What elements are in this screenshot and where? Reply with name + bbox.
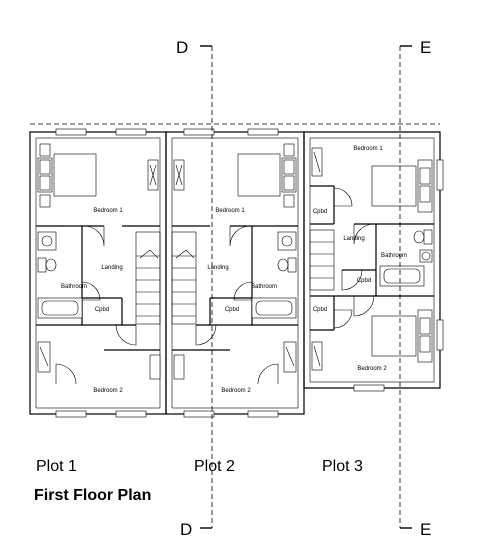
room-label-cupboard: Cpbd (313, 307, 327, 313)
room-label-bedroom-2: Bedroom 2 (357, 366, 387, 372)
room-label-bedroom-1: Bedroom 1 (215, 208, 245, 214)
section-d-bottom-label: D (180, 520, 192, 539)
room-label-bathroom: Bathroom (61, 284, 87, 290)
plot-3-plan: Bedroom 1 Cpbd Landing Cpbd Bathroom Cpb… (303, 131, 444, 392)
section-e-marker: E E (399, 38, 431, 539)
toilet-icon (287, 257, 297, 273)
room-label-bedroom-2: Bedroom 2 (93, 388, 123, 394)
room-label-cupboard: Cpbd (313, 209, 327, 215)
bath-icon (251, 297, 297, 319)
section-e-bottom-label: E (420, 520, 431, 539)
room-label-bedroom-1: Bedroom 1 (353, 146, 383, 152)
plot-3-label: Plot 3 (322, 458, 363, 475)
basin-icon (37, 231, 57, 251)
toilet-icon (423, 229, 433, 245)
drawing-title: First Floor Plan (34, 487, 151, 504)
room-label-cupboard: Cpbd (225, 307, 239, 313)
plot-2-plan: Bedroom 1 Landing Bathroom Cpbd Bedroom … (165, 128, 305, 418)
toilet-icon (37, 257, 47, 273)
room-label-landing: Landing (207, 265, 228, 271)
plot-3-outer-wall (303, 131, 441, 389)
room-label-bathroom: Bathroom (381, 253, 407, 259)
section-e-top-label: E (420, 38, 431, 57)
bath-icon (379, 265, 425, 287)
room-label-landing: Landing (101, 265, 122, 271)
section-d-marker: D D (176, 38, 213, 539)
room-label-bedroom-2: Bedroom 2 (221, 388, 251, 394)
section-d-top-label: D (176, 38, 188, 57)
bed-icon (371, 315, 417, 357)
room-label-bathroom: Bathroom (251, 284, 277, 290)
room-label-bedroom-1: Bedroom 1 (93, 208, 123, 214)
plot-2-label: Plot 2 (194, 458, 235, 475)
room-label-cupboard: Cpbd (95, 307, 109, 313)
bed-icon (371, 165, 417, 207)
bed-icon (53, 153, 97, 197)
room-label-cupboard: Cpbd (357, 278, 371, 284)
plot-1-label: Plot 1 (36, 458, 77, 475)
room-label-landing: Landing (343, 236, 364, 242)
plot-1-plan: Bedroom 1 Landing Bathroom Cpbd Bedroom … (29, 128, 167, 418)
bed-icon (237, 153, 281, 197)
bath-icon (37, 297, 83, 319)
basin-icon (277, 231, 297, 251)
